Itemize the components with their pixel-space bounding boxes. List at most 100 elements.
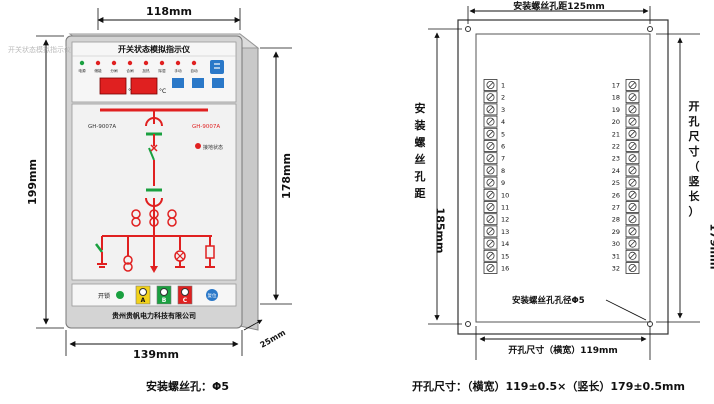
dim-right-text: 178mm [280, 153, 293, 199]
terminal-number-left-1: 2 [501, 94, 505, 102]
terminal-number-right-10: 27 [612, 204, 620, 212]
terminal-number-left-4: 5 [501, 130, 505, 138]
vertical-char: 距 [415, 187, 426, 200]
indicator-led-2 [112, 61, 116, 65]
vertical-char: 安 [415, 101, 426, 115]
temp-display-1 [100, 78, 126, 94]
switch-label: 开锁 [98, 292, 110, 300]
terminal-number-right-3: 20 [612, 118, 620, 126]
indicator-label-0: 电源 [78, 68, 86, 73]
terminal-number-left-13: 14 [501, 240, 509, 248]
indicator-label-7: 自动 [190, 68, 198, 73]
back-inner [476, 34, 650, 322]
back-dim-top-text: 安装螺丝孔距125mm [513, 0, 605, 12]
terminal-number-right-6: 23 [612, 155, 620, 163]
terminal-number-right-8: 25 [612, 179, 620, 187]
key-1[interactable] [172, 78, 184, 88]
vertical-char: 装 [414, 118, 426, 132]
indicator-label-6: 手动 [174, 68, 182, 73]
indicator-led-4 [144, 61, 148, 65]
terminal-number-left-14: 15 [501, 252, 509, 260]
panel-title: 开关状态模拟指示仪 [118, 44, 191, 54]
terminal-number-left-12: 13 [501, 228, 509, 236]
terminal-number-right-11: 28 [612, 216, 620, 224]
vertical-char: 开 [689, 100, 700, 113]
terminal-number-left-9: 10 [501, 191, 509, 199]
vertical-char: ） [689, 205, 700, 218]
model-right: GH-9007A [192, 124, 220, 130]
dim-bottom-text: 139mm [133, 348, 179, 361]
caption-left: 安装螺丝孔：Φ5 [146, 378, 229, 394]
indicator-label-5: 除湿 [158, 68, 166, 73]
terminal-number-right-13: 30 [612, 240, 620, 248]
key-2[interactable] [192, 78, 204, 88]
terminal-number-right-12: 29 [612, 228, 620, 236]
terminal-number-right-1: 18 [612, 94, 620, 102]
indicator-led-7 [192, 61, 196, 65]
temp-display-2 [131, 78, 157, 94]
indicator-led-5 [160, 61, 164, 65]
vertical-char: 螺 [415, 135, 426, 149]
terminal-number-right-7: 24 [612, 167, 620, 175]
vertical-char: 丝 [415, 152, 426, 166]
back-dim-bottom-text: 开孔尺寸（横宽）119mm [508, 344, 618, 356]
vertical-char: 尺 [689, 130, 700, 143]
ghost-text: 开关状态模拟指示仪 [8, 45, 71, 54]
dim-depth-text: 25mm [259, 328, 288, 350]
vertical-char: 竖 [689, 174, 700, 188]
indicator-label-2: 分闸 [110, 68, 118, 73]
hole-note: 安装螺丝孔孔径Φ5 [512, 295, 585, 306]
terminal-number-right-4: 21 [612, 130, 620, 138]
indicator-led-3 [128, 61, 132, 65]
model-left: GH-9007A [88, 124, 116, 130]
earth-label: 接地状态 [203, 144, 223, 151]
terminal-number-right-14: 31 [612, 252, 620, 260]
dim-top-text: 118mm [146, 5, 192, 18]
phase-b-label: B [162, 297, 167, 304]
terminal-number-left-10: 11 [501, 204, 509, 212]
vertical-char: 孔 [415, 170, 426, 183]
back-dim-right-text: 开孔尺寸 （竖长 ） 179mm [689, 100, 714, 269]
device-side-depth [240, 34, 258, 330]
caption-right: 开孔尺寸：（横宽）119±0.5×（竖长）179±0.5mm [412, 378, 685, 394]
vertical-char: 长 [689, 189, 701, 203]
indicator-led-0 [80, 61, 84, 65]
mode-key[interactable] [210, 60, 224, 74]
key-3[interactable] [212, 78, 224, 88]
terminal-number-right-2: 19 [612, 106, 620, 114]
terminal-number-left-15: 16 [501, 265, 509, 273]
indicator-label-4: 加热 [142, 68, 150, 73]
vertical-char: 寸 [689, 144, 700, 158]
indicator-led-1 [96, 61, 100, 65]
temp-unit-2: °C [159, 88, 166, 95]
terminal-number-left-8: 9 [501, 179, 505, 187]
switch-led [116, 291, 124, 299]
terminal-number-left-3: 4 [501, 118, 505, 126]
terminal-number-left-0: 1 [501, 82, 505, 90]
terminal-number-left-11: 12 [501, 216, 509, 224]
indicator-led-6 [176, 61, 180, 65]
phase-c-label: C [183, 297, 188, 304]
terminal-number-left-2: 3 [501, 106, 505, 114]
terminal-number-left-7: 8 [501, 167, 505, 175]
terminal-number-right-15: 32 [612, 265, 620, 273]
company-name: 贵州贵帆电力科技有限公司 [112, 311, 196, 320]
vertical-char: 孔 [689, 115, 700, 128]
earth-led [195, 143, 201, 149]
dim-left-text: 199mm [26, 159, 39, 205]
indicator-label-1: 储能 [94, 68, 102, 73]
vertical-char: 179mm [708, 224, 714, 270]
phase-a-label: A [141, 297, 146, 304]
terminal-number-left-5: 6 [501, 143, 505, 151]
reset-button-label: 复位 [208, 292, 217, 299]
terminal-number-right-9: 26 [612, 191, 620, 199]
terminal-number-left-6: 7 [501, 155, 505, 163]
terminal-number-right-0: 17 [612, 82, 620, 90]
indicator-label-3: 合闸 [126, 68, 134, 73]
vertical-char: （ [689, 160, 700, 173]
